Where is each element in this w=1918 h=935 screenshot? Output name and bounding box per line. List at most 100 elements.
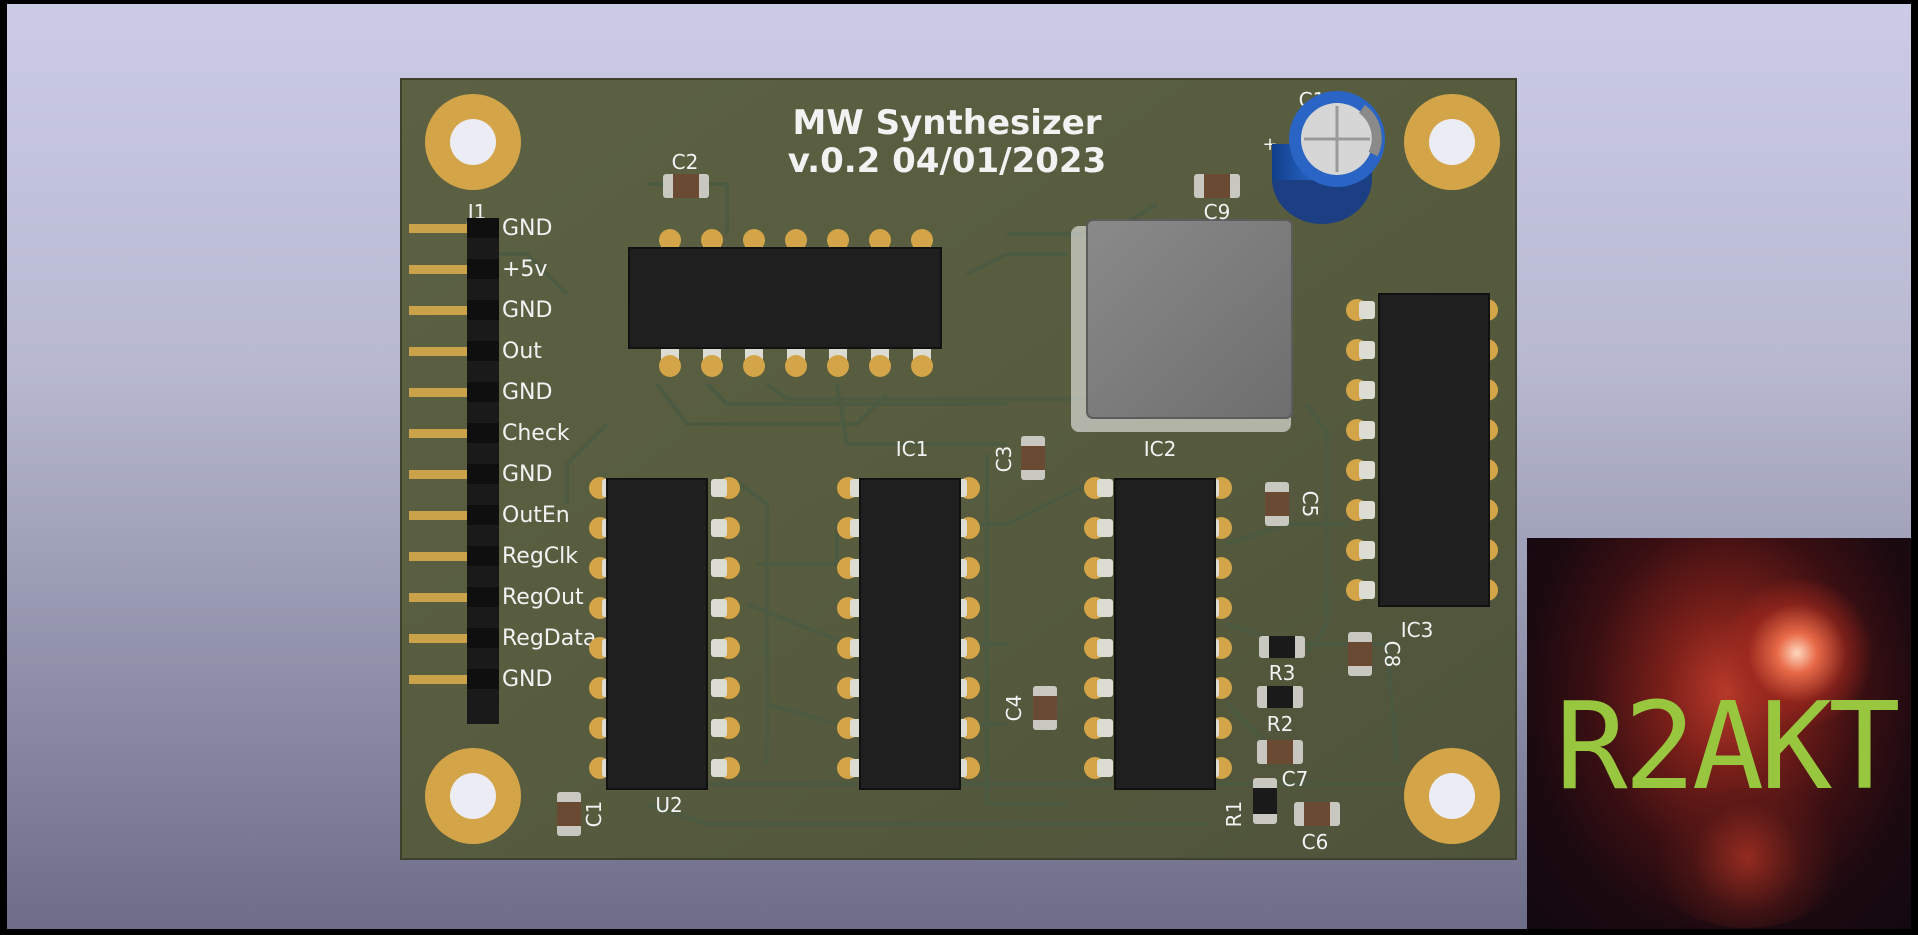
capacitor-c5: C5	[1265, 482, 1322, 526]
connector-pin-housing	[467, 382, 499, 402]
connector-pin-label: GND	[502, 667, 552, 692]
ic3-body	[1378, 293, 1490, 607]
connector-pins	[409, 218, 499, 689]
resistor-r2: R2	[1257, 686, 1303, 736]
u1-pad	[911, 355, 933, 377]
connector-pin	[409, 224, 479, 233]
ic-pin	[711, 519, 727, 537]
ic-pin	[1359, 381, 1375, 399]
connector-pin-housing	[467, 259, 499, 279]
connector-pin	[409, 347, 479, 356]
c3-label: C3	[992, 446, 1016, 473]
connector-j1: J1 GND+5vGNDOutGNDCheckGNDOutEnRegClkReg…	[409, 200, 596, 724]
logo-glow	[1717, 578, 1877, 728]
connector-pin-housing	[467, 341, 499, 361]
c1-bottom-label: C1	[582, 801, 606, 828]
connector-pin	[409, 634, 479, 643]
capacitor-c3: C3	[992, 436, 1045, 480]
ic-pin	[711, 559, 727, 577]
connector-pin-housing	[467, 300, 499, 320]
ic-pin	[1097, 599, 1113, 617]
ic-pin	[1359, 341, 1375, 359]
u1-pad	[827, 355, 849, 377]
u1-pad	[659, 229, 681, 251]
ic-pin	[1359, 421, 1375, 439]
connector-pin-housing	[467, 587, 499, 607]
ic1-label: IC1	[896, 437, 929, 461]
u2-body	[606, 478, 708, 790]
u1-pad	[785, 355, 807, 377]
mounting-hole-br	[1404, 748, 1500, 844]
channel-logo: R2AKT	[1527, 538, 1911, 929]
ic-pin	[1359, 541, 1375, 559]
r3-label: R3	[1269, 661, 1296, 685]
ic3-label: IC3	[1401, 618, 1434, 642]
ic-u1	[628, 229, 942, 377]
connector-pin	[409, 511, 479, 520]
ic-pin	[1359, 501, 1375, 519]
connector-pin	[409, 470, 479, 479]
r2-label: R2	[1267, 712, 1294, 736]
c9-label: C9	[1204, 200, 1231, 224]
ic-ic2: IC2	[1084, 437, 1232, 790]
u1-pad	[911, 229, 933, 251]
ic-pin	[1097, 479, 1113, 497]
connector-pin-housing	[467, 505, 499, 525]
connector-pin-housing	[467, 423, 499, 443]
rf-module	[1071, 219, 1293, 432]
connector-pin	[409, 552, 479, 561]
ic-pin	[711, 719, 727, 737]
u1-pad	[743, 355, 765, 377]
u1-pad	[701, 355, 723, 377]
u1-pad	[827, 229, 849, 251]
capacitor-c8: C8	[1348, 632, 1404, 676]
connector-pin-label: RegData	[502, 626, 596, 651]
ic-pin	[1097, 559, 1113, 577]
capacitor-c1-smd: C1	[557, 792, 606, 836]
connector-pin-housing	[467, 464, 499, 484]
connector-pin-housing	[467, 669, 499, 689]
connector-pin-label: OutEn	[502, 503, 570, 528]
3d-viewer-viewport: MW Synthesizer v.0.2 04/01/2023 J1 GND+5…	[7, 4, 1911, 929]
c5-label: C5	[1298, 491, 1322, 518]
c8-label: C8	[1380, 641, 1404, 668]
resistor-r1: R1	[1222, 778, 1277, 827]
c7-label: C7	[1282, 767, 1309, 791]
ic-pin	[1097, 519, 1113, 537]
connector-pin-housing	[467, 628, 499, 648]
connector-pin-housing	[467, 546, 499, 566]
connector-pin-label: +5v	[502, 257, 547, 282]
u1-pad	[869, 229, 891, 251]
ic-ic1: IC1	[837, 437, 980, 790]
connector-pin-label: Out	[502, 339, 542, 364]
connector-pin	[409, 265, 479, 274]
ic-pin	[711, 639, 727, 657]
connector-pin	[409, 306, 479, 315]
connector-pin-label: GND	[502, 380, 552, 405]
ic-pin	[711, 679, 727, 697]
mounting-hole-bl	[425, 748, 521, 844]
u1-pad	[659, 355, 681, 377]
u1-pad	[785, 229, 807, 251]
r1-label: R1	[1222, 801, 1246, 828]
connector-pin-housing	[467, 218, 499, 238]
capacitor-c7: C7	[1257, 740, 1308, 791]
u1-body	[628, 247, 942, 349]
u1-pad	[743, 229, 765, 251]
connector-pin-label: RegOut	[502, 585, 584, 610]
pcb-render: MW Synthesizer v.0.2 04/01/2023 J1 GND+5…	[400, 78, 1517, 860]
connector-pin	[409, 429, 479, 438]
u1-pad	[701, 229, 723, 251]
ic-pin	[1359, 301, 1375, 319]
mounting-holes	[425, 94, 1500, 844]
ic-u2: U2	[589, 477, 740, 817]
connector-pin-label: GND	[502, 462, 552, 487]
mounting-hole-tr	[1404, 94, 1500, 190]
connector-pin	[409, 593, 479, 602]
board-title: MW Synthesizer	[792, 103, 1101, 143]
ic-pin	[711, 759, 727, 777]
resistor-r3: R3	[1259, 636, 1305, 685]
connector-pin-label: GND	[502, 298, 552, 323]
capacitor-c1-electrolytic: C1 +	[1262, 88, 1385, 224]
